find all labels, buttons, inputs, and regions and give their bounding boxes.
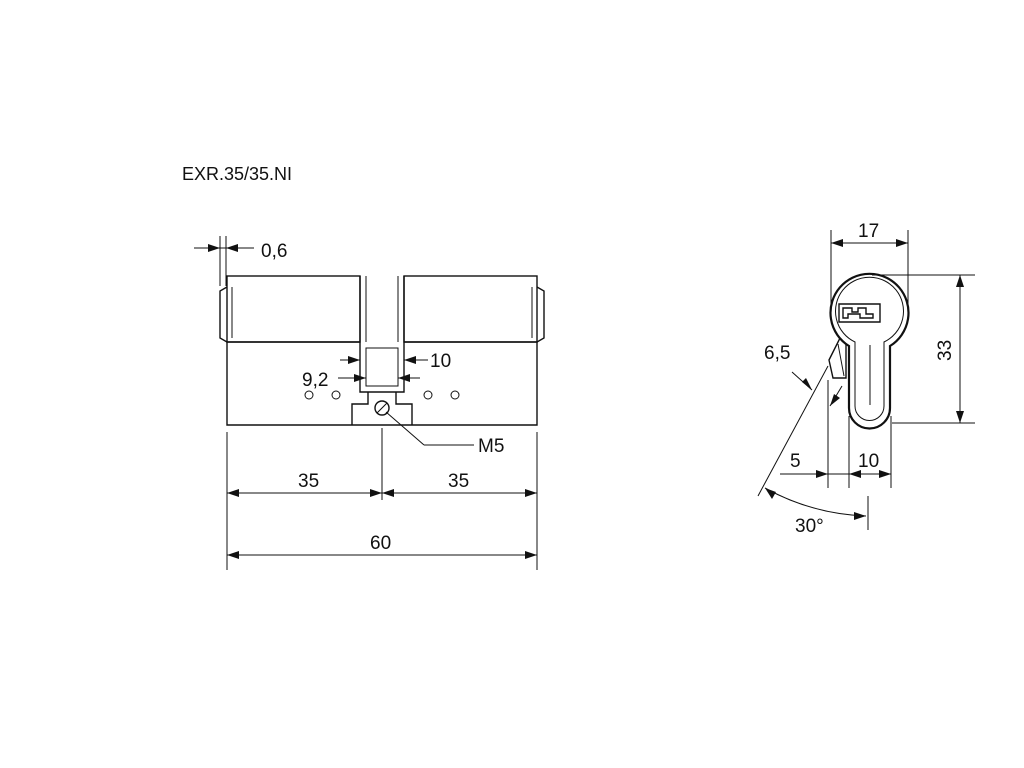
dim-cam-offset-label: 0,6 (261, 241, 287, 262)
dim-lower-width-label: 10 (858, 451, 879, 472)
dim-cam-outer: 10 (340, 351, 451, 372)
dim-right-half-label: 35 (448, 471, 469, 492)
dim-width: 17 (830, 221, 909, 305)
dim-offset-label: 5 (790, 451, 801, 472)
dim-lower: 5 10 (780, 380, 892, 488)
dim-cam-outer-label: 10 (430, 351, 451, 372)
dim-left-half-label: 35 (298, 471, 319, 492)
dim-cam-inner-label: 9,2 (302, 370, 328, 391)
dim-height: 33 (872, 274, 975, 424)
side-view: 17 33 6,5 5 10 (757, 221, 975, 537)
dim-cam-offset: 0,6 (194, 236, 287, 286)
dim-total-label: 60 (370, 533, 391, 554)
dim-angle-label: 30° (795, 516, 824, 537)
dim-width-label: 17 (858, 221, 879, 242)
cylinder-body (219, 275, 545, 426)
dim-cam-thickness: 6,5 (764, 343, 843, 407)
dim-screw: M5 (385, 411, 504, 457)
dim-screw-label: M5 (478, 436, 504, 457)
front-view: 0,6 (194, 236, 545, 570)
dim-cam-inner: 9,2 (302, 370, 420, 391)
cylinder-profile (828, 272, 910, 430)
dim-cam-thickness-label: 6,5 (764, 343, 790, 364)
dim-halves: 35 35 (227, 471, 537, 497)
drawing-title: EXR.35/35.NI (182, 164, 292, 184)
dim-angle: 30° (757, 365, 869, 537)
dim-height-label: 33 (935, 340, 956, 361)
dim-total: 60 (227, 533, 537, 559)
